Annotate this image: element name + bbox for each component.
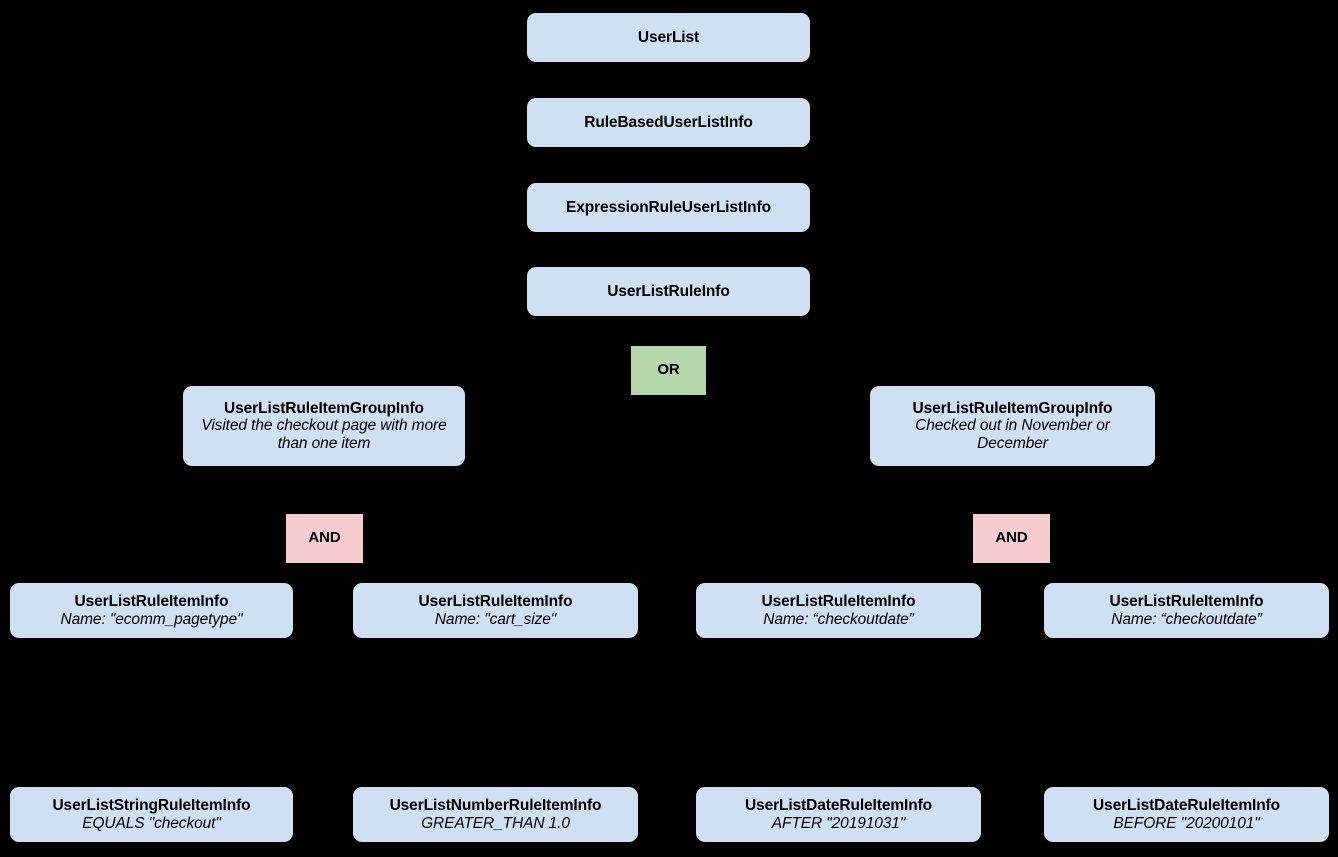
node-title: UserListRuleItemInfo	[74, 593, 229, 611]
node-title: UserListDateRuleItemInfo	[744, 797, 933, 815]
node-title: UserListDateRuleItemInfo	[1092, 797, 1281, 815]
node-title: UserListRuleItemInfo	[761, 593, 916, 611]
node-subtitle: Name: “checkoutdate”	[763, 610, 914, 628]
node-subtitle: Name: “checkoutdate”	[1111, 610, 1262, 628]
node-user-list[interactable]: UserList	[527, 13, 810, 62]
node-title: UserListRuleItemInfo	[1109, 593, 1264, 611]
node-group-left[interactable]: UserListRuleItemGroupInfo Visited the ch…	[183, 386, 465, 466]
node-rule-item-info-1[interactable]: UserListRuleItemInfo Name: "ecomm_pagety…	[10, 583, 293, 638]
node-title: UserListNumberRuleItemInfo	[389, 797, 602, 815]
node-number-rule-item-info[interactable]: UserListNumberRuleItemInfo GREATER_THAN …	[353, 787, 638, 842]
node-subtitle: Name: "cart_size"	[434, 610, 557, 628]
node-title: UserListStringRuleItemInfo	[52, 797, 251, 815]
node-rule-item-info-2[interactable]: UserListRuleItemInfo Name: "cart_size"	[353, 583, 638, 638]
node-subtitle: AFTER "20191031"	[771, 814, 906, 832]
node-title: UserListRuleItemInfo	[418, 593, 573, 611]
node-rule-item-info-4[interactable]: UserListRuleItemInfo Name: “checkoutdate…	[1044, 583, 1329, 638]
operator-label: AND	[995, 529, 1028, 547]
edge-and-right-to-item4	[1045, 563, 1187, 581]
node-subtitle: Name: "ecomm_pagetype"	[60, 610, 243, 628]
edge-and-left-to-item1	[150, 563, 291, 581]
node-title: UserListRuleItemGroupInfo	[224, 399, 424, 417]
node-and-right[interactable]: AND	[973, 514, 1050, 563]
node-subtitle: BEFORE "20200101"	[1113, 814, 1260, 832]
node-and-left[interactable]: AND	[286, 514, 363, 563]
node-or-operator[interactable]: OR	[631, 346, 706, 395]
node-subtitle: EQUALS "checkout"	[82, 814, 221, 832]
node-rule-based-user-list-info[interactable]: RuleBasedUserListInfo	[527, 98, 810, 147]
node-title: UserList	[637, 28, 700, 46]
node-subtitle: GREATER_THAN 1.0	[421, 814, 570, 832]
node-title: UserListRuleInfo	[607, 282, 730, 300]
node-date-rule-item-info-after[interactable]: UserListDateRuleItemInfo AFTER "20191031…	[696, 787, 981, 842]
node-user-list-rule-info[interactable]: UserListRuleInfo	[527, 267, 810, 316]
node-rule-item-info-3[interactable]: UserListRuleItemInfo Name: “checkoutdate…	[696, 583, 981, 638]
node-subtitle: Checked out in November or December	[915, 417, 1110, 452]
node-date-rule-item-info-before[interactable]: UserListDateRuleItemInfo BEFORE "2020010…	[1044, 787, 1329, 842]
edge-and-right-to-item3	[837, 563, 979, 581]
node-subtitle: Visited the checkout page with more than…	[201, 417, 447, 452]
node-title: RuleBasedUserListInfo	[584, 113, 753, 131]
edge-and-left-to-item2	[357, 563, 497, 581]
operator-label: AND	[308, 529, 341, 547]
node-string-rule-item-info[interactable]: UserListStringRuleItemInfo EQUALS "check…	[10, 787, 293, 842]
node-title: ExpressionRuleUserListInfo	[566, 198, 771, 216]
operator-label: OR	[657, 361, 680, 379]
node-expression-rule-user-list-info[interactable]: ExpressionRuleUserListInfo	[527, 183, 810, 232]
node-group-right[interactable]: UserListRuleItemGroupInfo Checked out in…	[870, 386, 1155, 466]
node-title: UserListRuleItemGroupInfo	[912, 399, 1113, 417]
